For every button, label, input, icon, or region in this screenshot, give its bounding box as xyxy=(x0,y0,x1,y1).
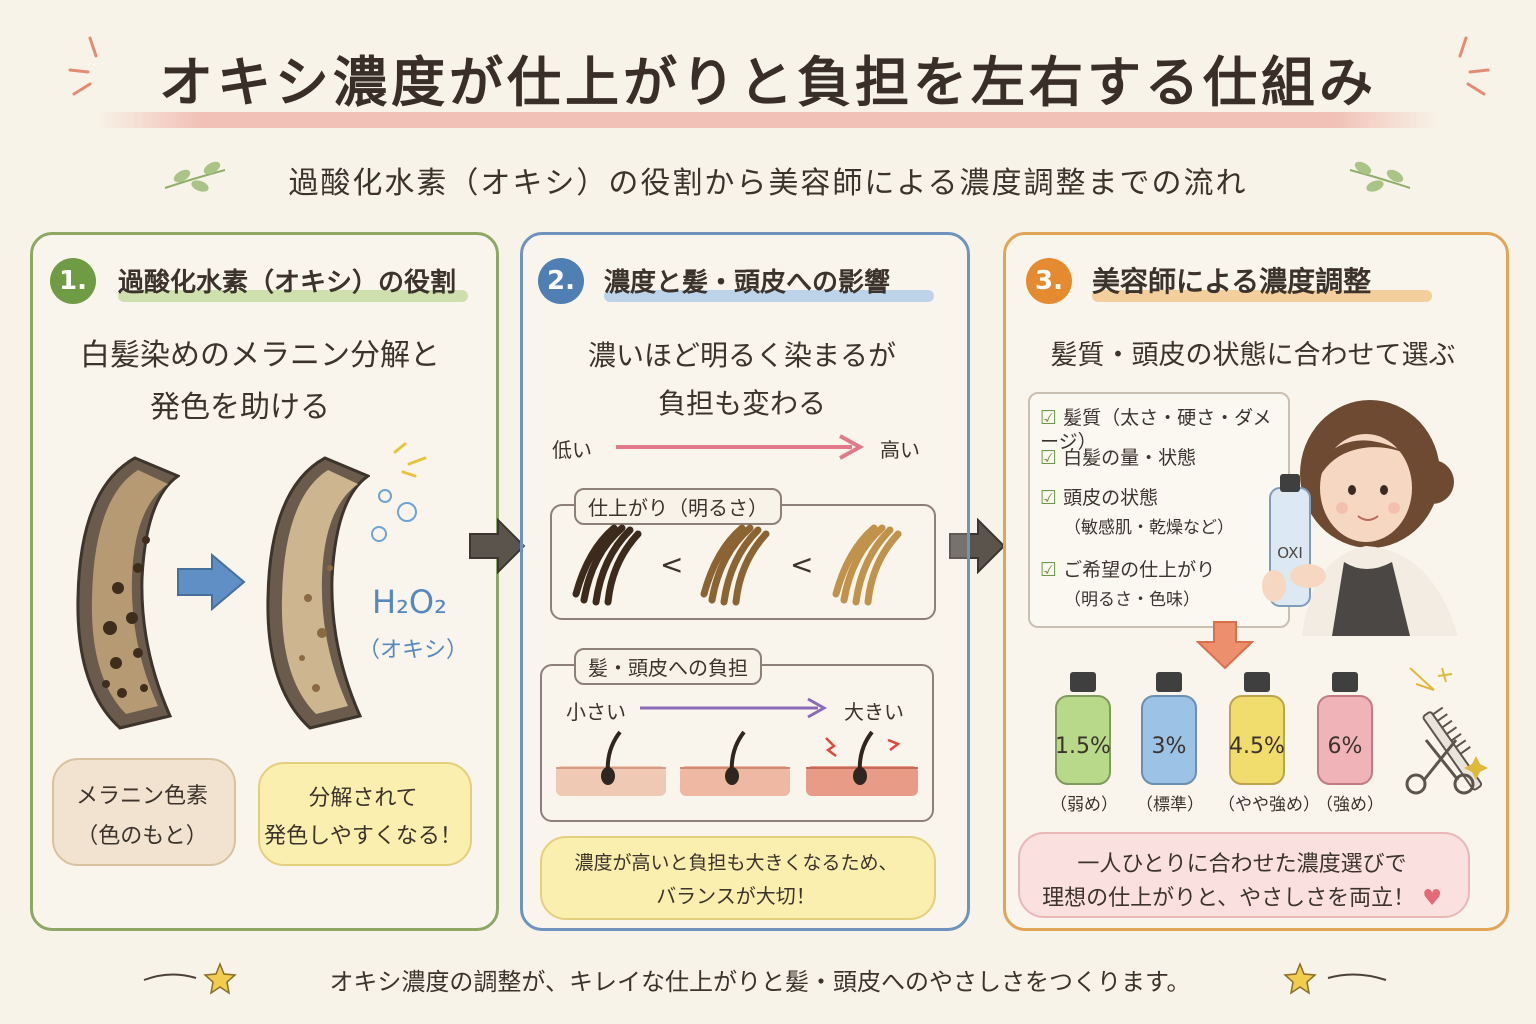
footer-message: オキシ濃度の調整が、キレイな仕上がりと髪・頭皮へのやさしさをつくります。 xyxy=(329,968,1191,996)
checklist-item: ☑ 頭皮の状態 xyxy=(1040,487,1159,509)
step-number-2: 2. xyxy=(538,258,584,304)
checklist-item: ☑ 白髪の量・状態 xyxy=(1040,447,1197,469)
checklist-item-text: 白髪の量・状態 xyxy=(1063,447,1197,469)
checklist-item-text: 頭皮の状態 xyxy=(1063,487,1159,509)
sparkle-strokes-right xyxy=(1458,36,1490,96)
scalp-mid-icon xyxy=(680,730,790,796)
conclusion-line-2-text: 理想の仕上がりと、やさしさを両立！ xyxy=(1042,886,1416,911)
panel3-lead: 髪質・頭皮の状態に合わせて選ぶ xyxy=(1050,340,1456,371)
less-than-1: < xyxy=(660,548,684,581)
panel1-title: 過酸化水素（オキシ）の役割 xyxy=(118,268,457,298)
conclusion-line-1: 一人ひとりに合わせた濃度選びで xyxy=(1077,852,1407,877)
sparkle-strokes-left xyxy=(68,36,98,96)
panel1-lead-2: 発色を助ける xyxy=(150,390,330,425)
page-title: オキシ濃度が仕上がりと負担を左右する仕組み xyxy=(159,51,1377,114)
hair-strand-after xyxy=(266,456,370,730)
heart-icon: ♥ xyxy=(1422,886,1442,911)
panel2-lead-2: 負担も変わる xyxy=(657,387,826,420)
bottle-strength: （強め） xyxy=(1316,795,1384,815)
hair-swatch-light xyxy=(832,524,902,606)
less-than-2: < xyxy=(790,548,814,581)
conclusion-line-2: 理想の仕上がりと、やさしさを両立！ ♥ xyxy=(1018,880,1466,912)
scalp-low-icon xyxy=(556,730,666,796)
bottle-pct: 1.5% xyxy=(1055,734,1111,759)
checklist-item-text: ご希望の仕上がり xyxy=(1063,559,1216,581)
checklist-item: ☑ 髪質（太さ・硬さ・ダメージ） xyxy=(1040,407,1272,453)
hairdresser-illustration: OXI xyxy=(1262,400,1458,636)
checklist-item-text: 髪質（太さ・硬さ・ダメージ） xyxy=(1040,407,1272,453)
large-label: 大きい xyxy=(844,700,904,724)
hair-swatch-medium xyxy=(700,524,770,606)
bottle-6 xyxy=(1317,672,1373,785)
h2o2-formula: H₂O₂ xyxy=(372,583,447,621)
bottle-3 xyxy=(1141,672,1197,785)
bottle-1-5 xyxy=(1055,672,1111,785)
scalp-high-icon xyxy=(806,730,918,796)
step-number-3: 3. xyxy=(1026,258,1072,304)
bottle-pct: 4.5% xyxy=(1229,734,1285,759)
bottle-pct: 6% xyxy=(1327,734,1363,759)
balance-bubble xyxy=(540,836,936,920)
melanin-bubble-label-2: （色のもと） xyxy=(76,824,208,849)
bottle-strength: （やや強め） xyxy=(1218,795,1320,815)
conclusion-bubble xyxy=(1018,832,1470,918)
down-arrow-icon xyxy=(1196,621,1254,670)
panel-impact xyxy=(520,232,970,931)
panel1-lead-1: 白髪染めのメラニン分解と xyxy=(80,338,440,373)
leaf-icon xyxy=(1349,161,1411,192)
decomposed-bubble-label-1: 分解されて xyxy=(308,786,418,811)
brightness-tag: 仕上がり（明るさ） xyxy=(574,488,782,525)
damage-tag: 髪・頭皮への負担 xyxy=(574,648,762,685)
panel2-lead-1: 濃いほど明るく染まるが xyxy=(587,339,896,372)
checklist-item-note: （明るさ・色味） xyxy=(1064,590,1200,610)
bottle-strength: （標準） xyxy=(1136,795,1204,815)
title-highlight xyxy=(95,112,1440,128)
checklist-card xyxy=(1028,392,1290,628)
hair-strand-before xyxy=(76,456,180,730)
melanin-bubble xyxy=(52,758,236,866)
checklist-item-note: （敏感肌・乾燥など） xyxy=(1064,518,1234,538)
high-label: 高い xyxy=(880,438,920,462)
panel3-title-highlight xyxy=(1092,290,1432,302)
footer-left-decor xyxy=(143,961,237,995)
right-arrow-icon xyxy=(469,518,526,574)
right-arrow-icon xyxy=(949,518,1006,574)
right-arrow-icon xyxy=(177,553,246,611)
bottle-4-5 xyxy=(1229,672,1285,785)
leaf-icon xyxy=(164,161,226,192)
small-large-arrow xyxy=(640,697,828,719)
melanin-bubble-label-1: メラニン色素 xyxy=(75,784,208,809)
bottle-pct: 3% xyxy=(1151,734,1187,759)
low-label: 低い xyxy=(552,438,592,462)
checklist-item: ☑ ご希望の仕上がり xyxy=(1040,559,1216,581)
small-label: 小さい xyxy=(566,700,626,724)
bubbles-icon xyxy=(371,442,427,542)
oxi-bottle-text: OXI xyxy=(1277,544,1303,562)
balance-bubble-line-1: 濃度が高いと負担も大きくなるため、 xyxy=(574,852,898,874)
subtitle: 過酸化水素（オキシ）の役割から美容師による濃度調整までの流れ xyxy=(288,166,1248,201)
balance-bubble-line-2: バランスが大切！ xyxy=(656,884,816,908)
panel3-title: 美容師による濃度調整 xyxy=(1092,265,1372,298)
panel2-title-highlight xyxy=(604,290,934,302)
step-number-1: 1. xyxy=(50,258,96,304)
decomposed-bubble xyxy=(258,762,472,866)
panel1-title-highlight xyxy=(118,290,468,302)
low-high-arrow xyxy=(616,434,865,460)
panel2-title: 濃度と髪・頭皮への影響 xyxy=(604,268,891,298)
footer-right-decor xyxy=(1283,961,1387,995)
decomposed-bubble-label-2: 発色しやすくなる！ xyxy=(264,824,462,849)
scissors-comb-icon xyxy=(1405,667,1488,795)
hair-swatch-dark xyxy=(572,524,642,606)
bottle-strength: （弱め） xyxy=(1050,795,1118,815)
h2o2-label: （オキシ） xyxy=(358,638,469,663)
